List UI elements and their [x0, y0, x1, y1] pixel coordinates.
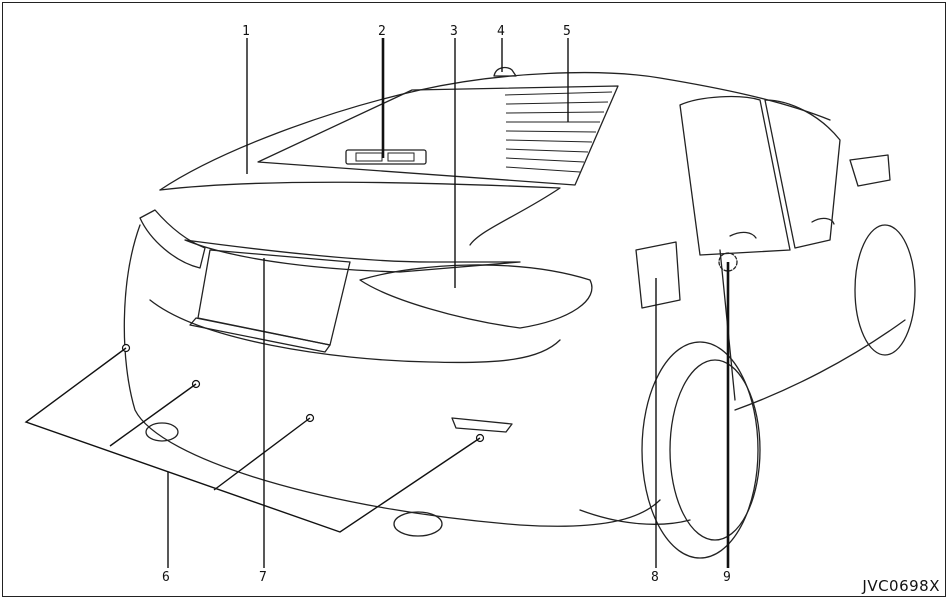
callout-5: 5 [563, 24, 571, 39]
door-handle-rear [729, 231, 757, 239]
rear-reflector [451, 417, 513, 433]
callout-7: 7 [259, 570, 267, 585]
side-sill [734, 319, 906, 411]
rear-body-outline [123, 224, 661, 527]
rear-wheel [641, 341, 759, 559]
callout-6: 6 [162, 570, 170, 585]
trunk-lid-edge [159, 181, 561, 246]
door-handle-front [811, 217, 835, 225]
callout-4: 4 [497, 24, 505, 39]
side-window-rear [679, 95, 791, 256]
tail-light-right [359, 264, 593, 329]
rear-window-outline [257, 85, 619, 186]
fuel-filler-lid [635, 241, 681, 309]
front-wheel [854, 224, 916, 356]
tail-light-left [139, 209, 206, 269]
callout-3: 3 [450, 24, 458, 39]
side-window-front [764, 99, 841, 249]
high-mount-stop-light [345, 149, 427, 165]
exhaust-right [393, 511, 443, 537]
trunk-spoiler [184, 239, 521, 273]
callout-1: 1 [242, 24, 250, 39]
side-mirror [849, 154, 891, 187]
request-switch-circle [718, 252, 738, 272]
figure-code: JVC0698X [862, 577, 940, 595]
callout-9: 9 [723, 570, 731, 585]
leader-lines [24, 38, 730, 568]
roof-antenna [493, 66, 517, 77]
rear-window-defroster [504, 91, 613, 173]
callout-8: 8 [651, 570, 659, 585]
exhaust-left [145, 422, 179, 442]
roof-outline [159, 72, 831, 191]
callout-2: 2 [378, 24, 386, 39]
